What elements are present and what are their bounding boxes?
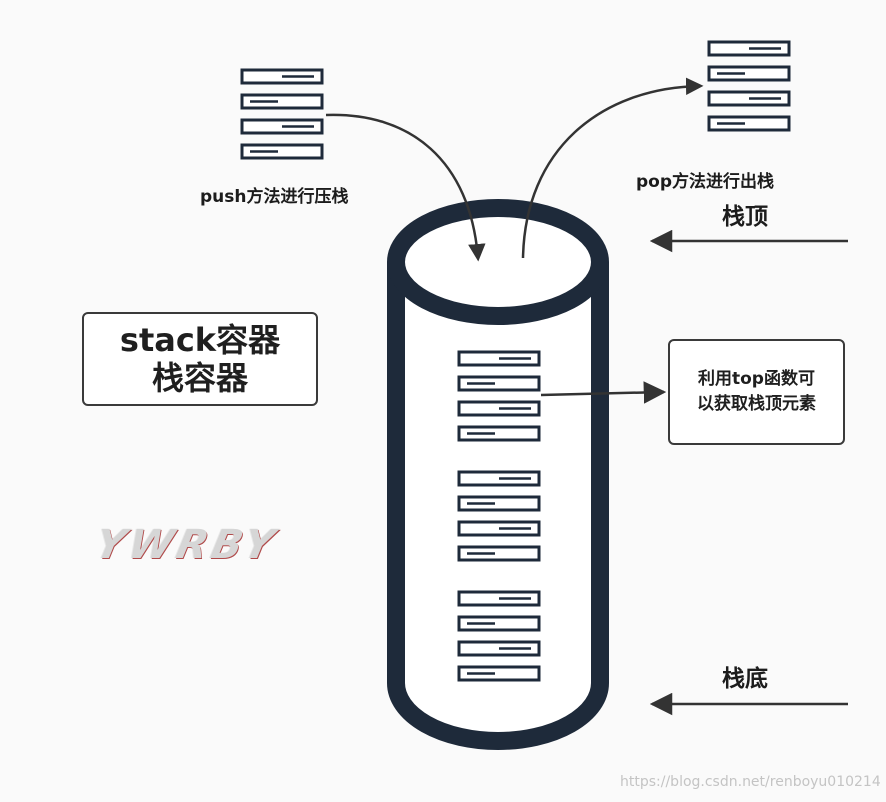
- stack-top-label: 栈顶: [722, 204, 768, 230]
- stack-bottom-label: 栈底: [722, 665, 768, 692]
- popped-element-icon: [707, 40, 791, 132]
- push-label: push方法进行压栈: [200, 186, 349, 207]
- push-arrow: [325, 113, 486, 262]
- pop-label: pop方法进行出栈: [636, 171, 774, 192]
- watermark-url: https://blog.csdn.net/renboyu010214: [620, 774, 881, 790]
- pop-arrow: [521, 77, 704, 259]
- stack-container-title-line1: stack容器: [119, 321, 281, 359]
- top-function-note-line2: 以获取栈顶元素: [697, 394, 816, 414]
- stack-container-title-line2: 栈容器: [151, 359, 248, 397]
- watermark-logo: YWRBY: [91, 522, 283, 568]
- note-connector-arrow: [540, 381, 667, 404]
- pushed-element-icon: [240, 68, 324, 160]
- top-function-note-line1: 利用top函数可: [698, 369, 815, 389]
- top-function-note-box: 利用top函数可 以获取栈顶元素: [668, 339, 845, 445]
- stack-container-title-box: stack容器 栈容器: [82, 312, 318, 406]
